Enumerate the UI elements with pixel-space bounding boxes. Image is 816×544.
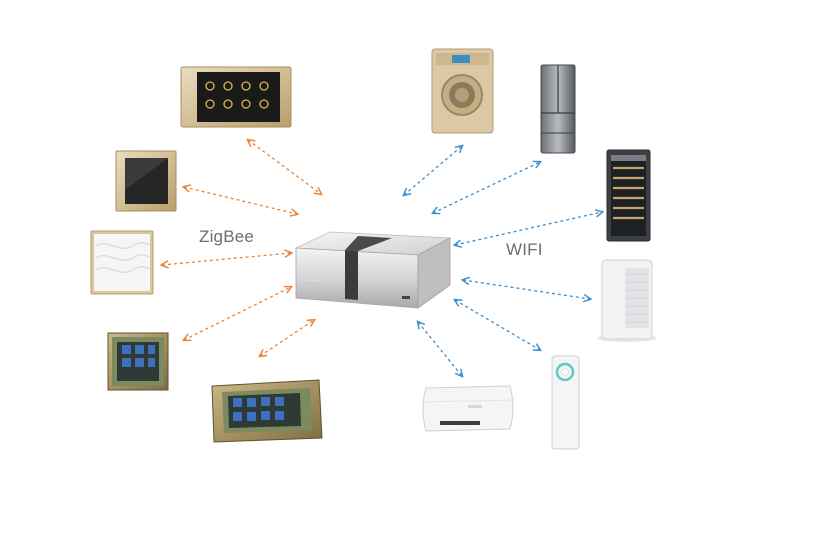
wifi-link-water-heater: [418, 322, 462, 376]
air-purifier-icon: [597, 259, 657, 342]
eight-key-scene-panel-icon: [211, 379, 323, 443]
six-key-scene-panel-icon: [107, 332, 169, 391]
black-glass-switch-icon: [115, 150, 177, 212]
washing-machine-icon: [431, 48, 494, 134]
zigbee-link-wave-switch: [162, 253, 291, 265]
wifi-link-wine-cooler: [455, 212, 602, 245]
wifi-label: WIFI: [506, 240, 543, 259]
smart-home-gateway-icon: [295, 231, 452, 309]
white-wave-switch-icon: [90, 230, 154, 295]
zigbee-links: [162, 140, 321, 356]
wifi-links: [404, 146, 602, 376]
zigbee-link-touchscreen: [248, 140, 321, 194]
wifi-link-fridge: [433, 162, 540, 213]
zigbee-label: ZigBee: [199, 227, 255, 246]
water-heater-icon: [419, 385, 517, 432]
zigbee-link-keypad-large: [260, 320, 314, 356]
wine-cooler-icon: [606, 149, 651, 242]
gold-touchscreen-icon: [180, 66, 292, 128]
wifi-link-washer: [404, 146, 462, 195]
zigbee-link-single-switch: [184, 187, 297, 214]
remote-control-icon: [551, 355, 580, 450]
refrigerator-icon: [540, 64, 576, 154]
wifi-link-purifier: [463, 280, 590, 299]
wifi-link-remote: [455, 300, 540, 350]
zigbee-link-keypad-small: [184, 287, 291, 340]
